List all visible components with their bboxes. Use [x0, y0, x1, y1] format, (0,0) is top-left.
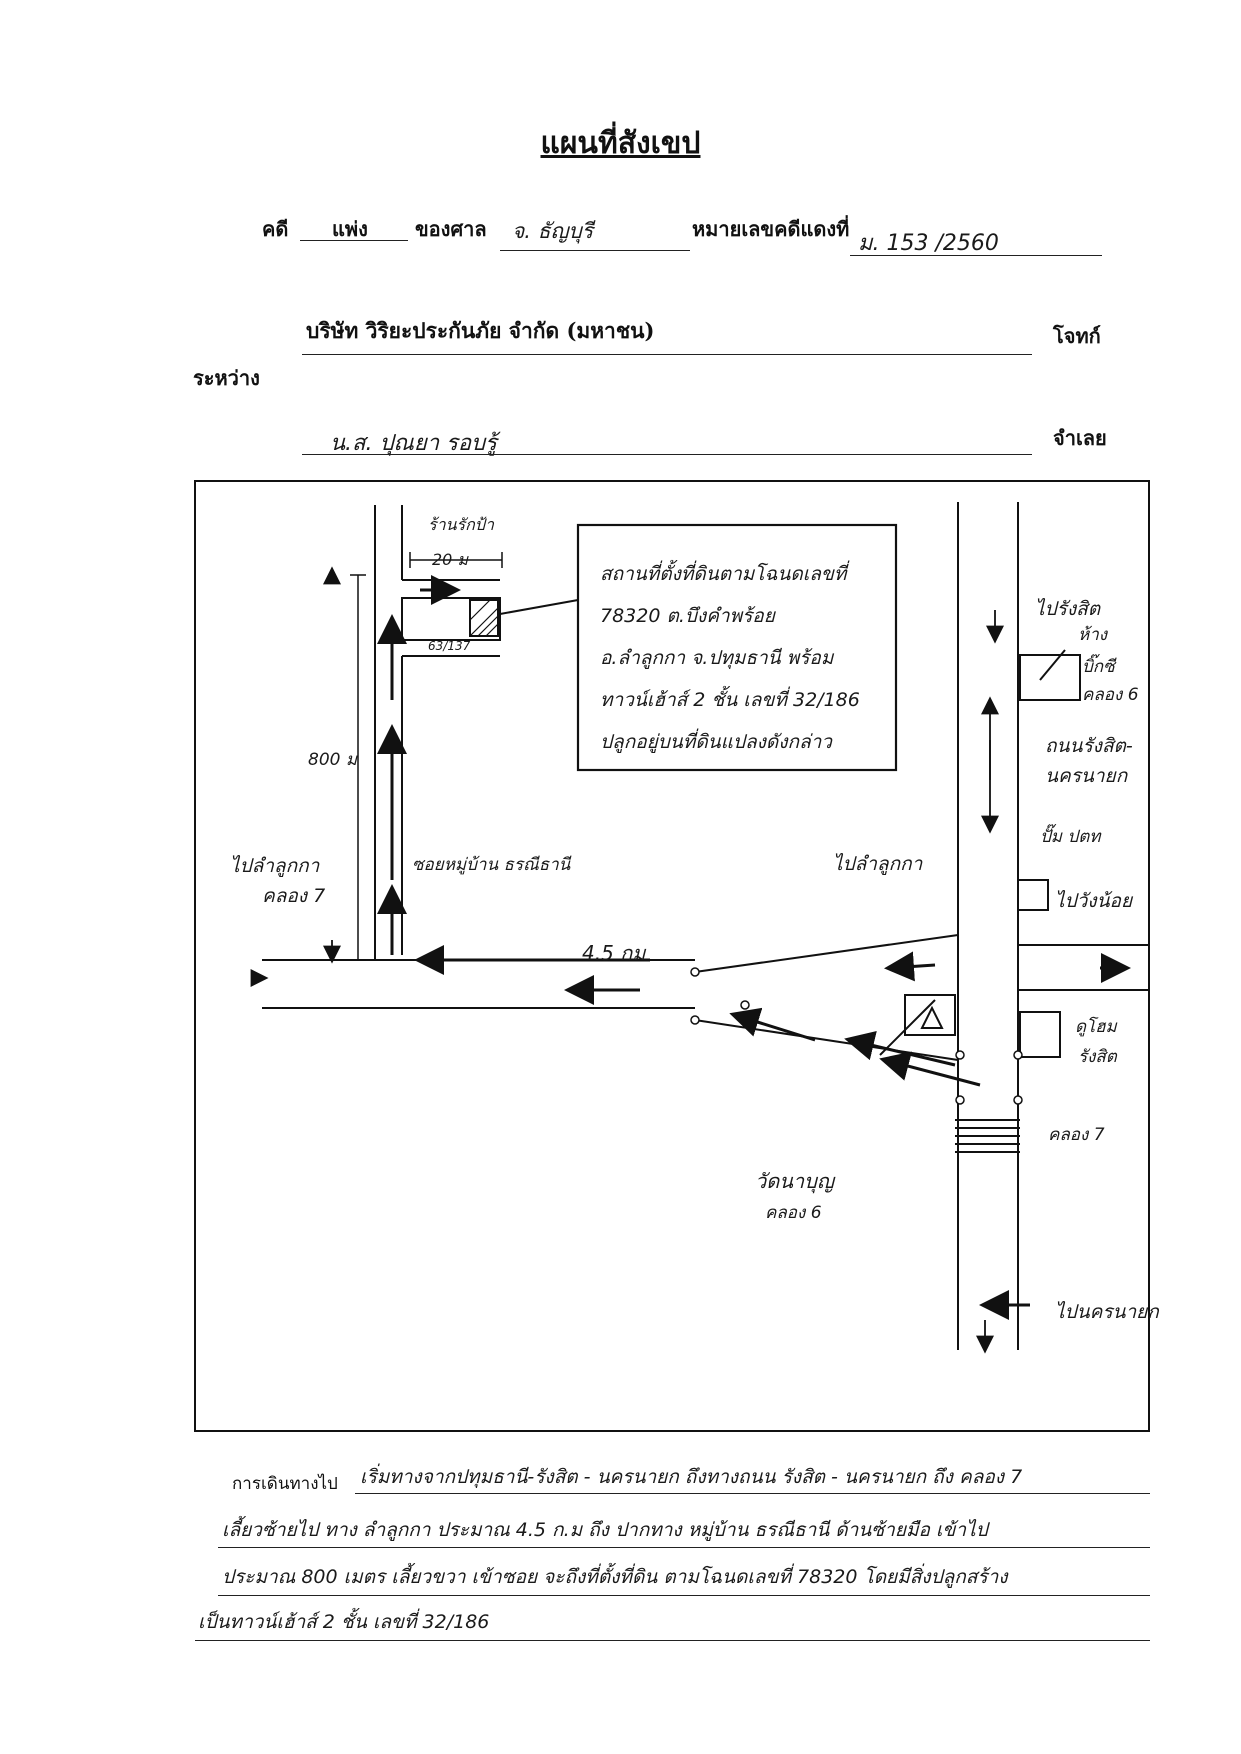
address-line-3: อ.ลำลูกกา จ.ปทุมธานี พร้อม — [600, 647, 835, 669]
store-label-2: บิ๊กซี — [1082, 654, 1118, 677]
court-name: จ. ธัญบุรี — [512, 219, 593, 243]
ptt-box — [1017, 879, 1049, 911]
gas-station-label: ปั๊ม ปตท — [1040, 824, 1102, 847]
case-label: คดี — [262, 217, 289, 241]
address-box — [576, 523, 898, 772]
to-lamlukka-right-label: ไปลำลูกกา — [833, 852, 924, 875]
address-line-1: สถานที่ตั้งที่ดินตามโฉนดเลขที่ — [600, 559, 850, 585]
to-rangsit-label: ไปรังสิต — [1035, 597, 1102, 620]
route-arrows — [377, 575, 1131, 1320]
court-label: ของศาล — [415, 217, 487, 241]
temple-icon — [920, 1005, 944, 1029]
red-case-number: ม. 153 /2560 — [858, 231, 999, 256]
temple-label-2: คลอง 6 — [765, 1203, 822, 1223]
temple-label-1: วัดนาบุญ — [755, 1169, 836, 1194]
plaintiff-role: โจทก์ — [1053, 324, 1101, 348]
road-label-1: ถนนรังสิต- — [1045, 735, 1133, 757]
directions-underline-2 — [218, 1547, 1150, 1548]
to-lamlukka-label: ไปลำลูกกา — [230, 854, 321, 877]
plaintiff-name: บริษัท วิริยะประกันภัย จำกัด (มหาชน) — [306, 318, 655, 343]
house-number-label: 63/137 — [428, 639, 471, 653]
directions-line-1: เริ่มทางจากปทุมธานี-รังสิต - นครนายก ถึง… — [360, 1466, 1023, 1488]
address-line-5: ปลูกอยู่บนที่ดินแปลงดังกล่าว — [600, 728, 833, 753]
directions-line-4: เป็นทาวน์เฮ้าส์ 2 ชั้น เลขที่ 32/186 — [198, 1611, 490, 1633]
dohome-box — [1019, 1011, 1061, 1058]
directions-underline-3 — [218, 1595, 1150, 1596]
directions-underline-4 — [195, 1640, 1150, 1641]
klong7-left-label: คลอง 7 — [262, 885, 325, 907]
house-hatch — [469, 599, 499, 637]
between-label: ระหว่าง — [193, 366, 260, 390]
distance-800m-label: 800 ม — [308, 750, 358, 770]
store-label-3: คลอง 6 — [1082, 685, 1139, 705]
intersection-dots — [690, 967, 1023, 1105]
address-line-4: ทาวน์เฮ้าส์ 2 ชั้น เลขที่ 32/186 — [600, 685, 860, 711]
directions-line-2: เลี้ยวซ้ายไป ทาง ลำลูกกา ประมาณ 4.5 ก.ม … — [222, 1519, 988, 1541]
distance-marks — [350, 552, 503, 961]
directions-underline-1 — [355, 1493, 1150, 1494]
court-underline — [500, 250, 690, 251]
temple-pointer — [879, 999, 936, 1056]
road-label-2: นครนายก — [1045, 765, 1129, 787]
lamlukka-road-bottom-right — [694, 1019, 959, 1061]
red-case-underline — [850, 255, 1102, 256]
red-case-label: หมายเลขคดีแดงที่ — [692, 217, 850, 241]
bigc-box — [1019, 654, 1081, 701]
shop-label: ร้านรักป้า — [428, 515, 495, 534]
case-type-underline — [300, 240, 408, 241]
plaintiff-underline — [302, 354, 1032, 355]
distance-4-5km-label: 4.5 กม — [582, 941, 647, 965]
dohome-label-2: รังสิต — [1078, 1047, 1118, 1067]
page-title: แผนที่สังเขป — [540, 126, 701, 161]
dohome-label-1: ดูโฮม — [1075, 1016, 1118, 1037]
distance-20m-label: 20 ม — [432, 550, 469, 569]
directions-label: การเดินทางไป — [232, 1474, 338, 1494]
address-pointer — [499, 599, 579, 615]
case-type: แพ่ง — [332, 217, 368, 241]
klong7-label: คลอง 7 — [1048, 1125, 1105, 1145]
defendant-name: น.ส. ปุณยา รอบรู้ — [330, 431, 497, 456]
directions-line-3: ประมาณ 800 เมตร เลี้ยวขวา เข้าซอย จะถึงท… — [222, 1566, 1008, 1588]
defendant-role: จำเลย — [1053, 426, 1107, 450]
defendant-underline — [302, 454, 1032, 455]
store-label-1: ห้าง — [1078, 625, 1109, 645]
temple-box — [904, 994, 956, 1036]
lamlukka-road-top-right — [694, 934, 959, 973]
soi-label: ซอยหมู่บ้าน ธรณีธานี — [412, 855, 572, 875]
map-frame — [194, 480, 1150, 1432]
address-line-2: 78320 ต.บึงคำพร้อย — [600, 605, 777, 627]
to-wangnoi-label: ไปวังน้อย — [1055, 889, 1134, 912]
to-nakhonnayok-label: ไปนครนายก — [1055, 1300, 1160, 1323]
